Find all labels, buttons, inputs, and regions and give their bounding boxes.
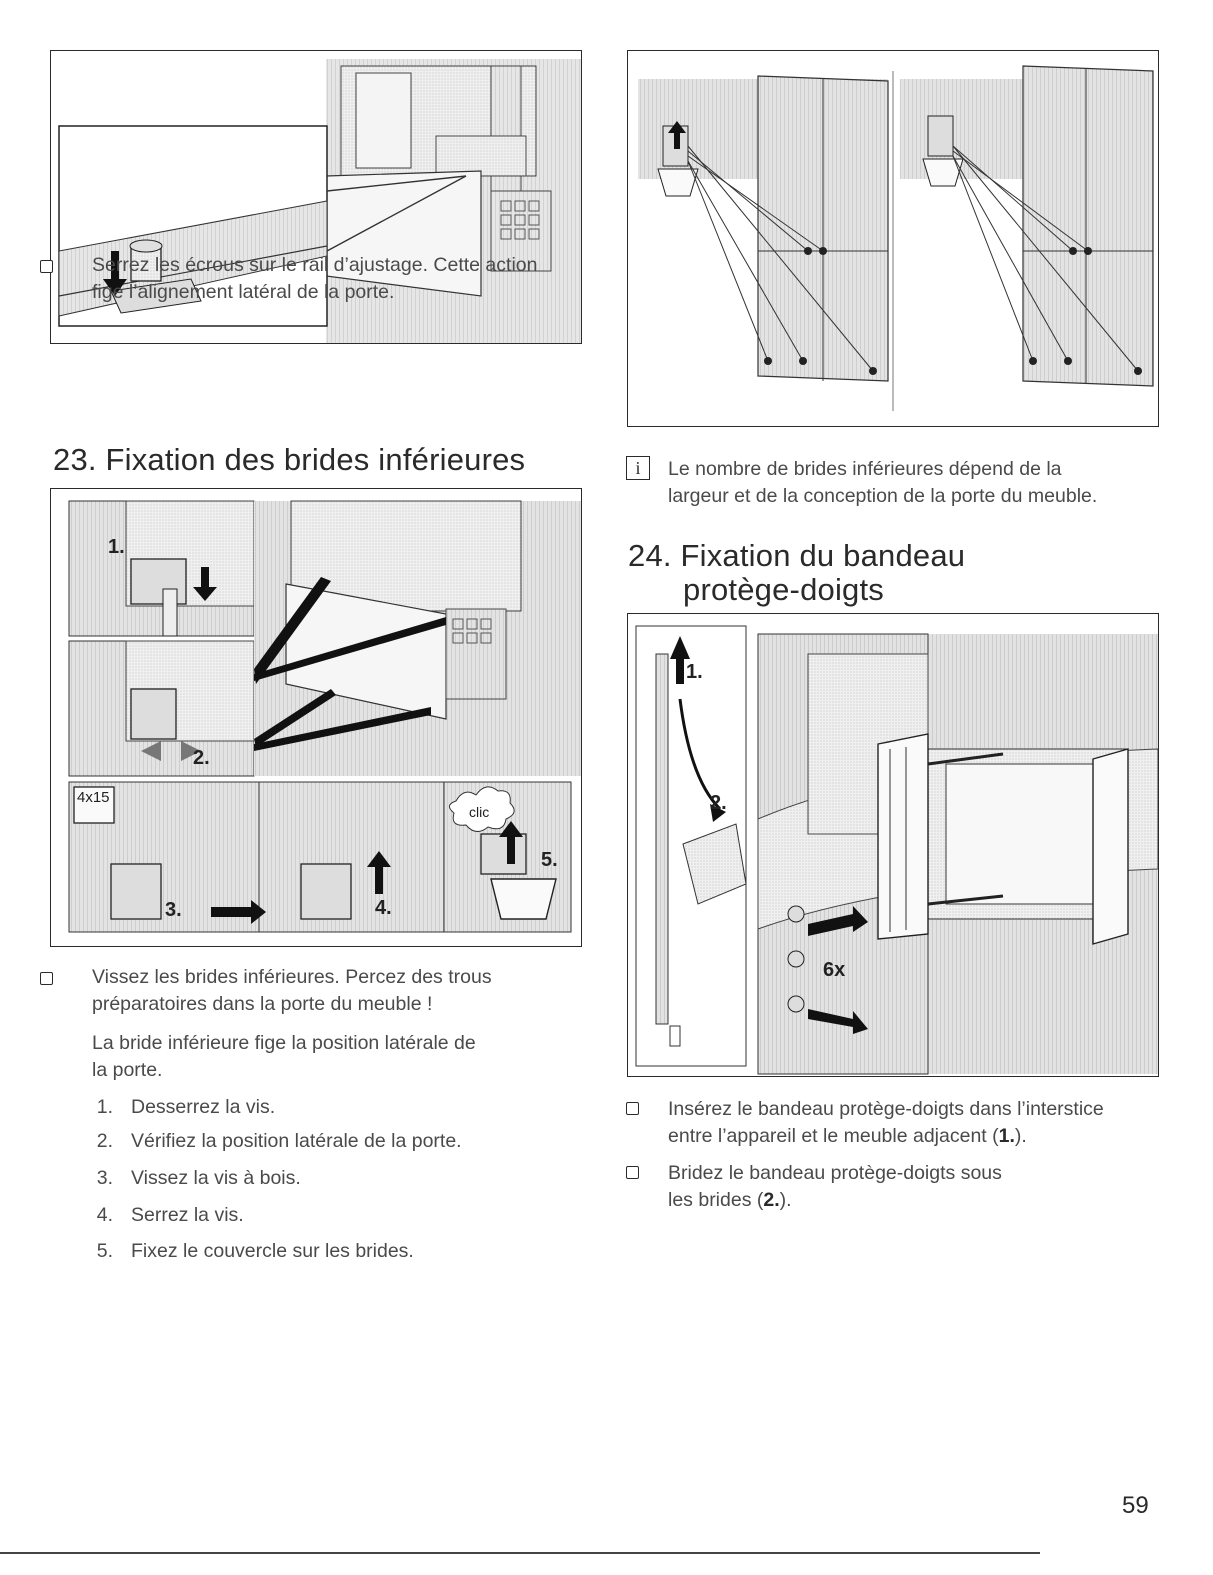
paragraph-tighten-nuts: Serrez les écrous sur le rail d’ajustage…: [92, 252, 582, 306]
paragraph-line: les brides (2.).: [668, 1189, 792, 1211]
label-6x: 6x: [823, 959, 846, 981]
figure-lower-brackets: 1. 2. 4x15 3. 4. clic 5.: [50, 488, 582, 947]
label-step-1: 1.: [686, 661, 703, 683]
label-step-3: 3.: [165, 899, 182, 921]
label-step-2: 2.: [193, 747, 210, 769]
step-text: Vissez la vis à bois.: [131, 1167, 301, 1189]
heading-line: 24. Fixation du bandeau: [628, 538, 966, 573]
paragraph-line: La bride inférieure fige la position lat…: [92, 1032, 476, 1054]
info-note: Le nombre de brides inférieures dépend d…: [668, 456, 1168, 510]
step-number: 2.: [96, 1130, 113, 1152]
figure-bracket-positions: [627, 50, 1159, 427]
label-step-1: 1.: [108, 536, 125, 558]
bullet-checkbox-icon: [40, 260, 53, 273]
page-number: 59: [1122, 1492, 1149, 1519]
paragraph-line: largeur et de la conception de la porte …: [668, 485, 1098, 507]
label-step-4: 4.: [375, 897, 392, 919]
section-24-title: 24. Fixation du bandeau protège-doigts: [628, 539, 965, 607]
paragraph-line: Insérez le bandeau protège-doigts dans l…: [668, 1098, 1104, 1120]
step-text: Desserrez la vis.: [131, 1096, 276, 1118]
paragraph-bracket-position: La bride inférieure fige la position lat…: [92, 1030, 582, 1084]
paragraph-clamp-strip: Bridez le bandeau protège-doigts sous le…: [668, 1160, 1168, 1214]
step-text: Serrez la vis.: [131, 1204, 244, 1226]
bullet-checkbox-icon: [626, 1166, 639, 1179]
bullet-checkbox-icon: [40, 972, 53, 985]
heading-line: protège-doigts: [683, 572, 884, 607]
figure-adjustment-rail: [50, 50, 582, 344]
paragraph-line: fige l’alignement latéral de la porte.: [92, 281, 395, 303]
figure-finger-guard-strip: 1. 2. 6x: [627, 613, 1159, 1077]
step-number: 5.: [96, 1240, 113, 1262]
bullet-checkbox-icon: [626, 1102, 639, 1115]
paragraph-line: la porte.: [92, 1059, 163, 1081]
label-step-5: 5.: [541, 849, 558, 871]
info-icon: i: [626, 456, 650, 480]
label-screws-4x15: 4x15: [77, 789, 110, 806]
paragraph-insert-strip: Insérez le bandeau protège-doigts dans l…: [668, 1096, 1168, 1150]
step-text: Vérifiez la position latérale de la port…: [131, 1130, 462, 1152]
step-number: 1.: [96, 1096, 113, 1118]
label-step-2: 2.: [710, 792, 727, 814]
paragraph-line: entre l’appareil et le meuble adjacent (…: [668, 1125, 1027, 1147]
step-number: 4.: [96, 1204, 113, 1226]
paragraph-line: Le nombre de brides inférieures dépend d…: [668, 458, 1062, 480]
section-23-title: 23. Fixation des brides inférieures: [53, 442, 526, 477]
bottom-rule: [0, 1552, 1040, 1554]
label-clic: clic: [469, 804, 490, 820]
paragraph-line: Vissez les brides inférieures. Percez de…: [92, 966, 492, 988]
paragraph-line: préparatoires dans la porte du meuble !: [92, 993, 433, 1015]
paragraph-line: Serrez les écrous sur le rail d’ajustage…: [92, 254, 538, 276]
paragraph-screw-brackets: Vissez les brides inférieures. Percez de…: [92, 964, 582, 1018]
step-text: Fixez le couvercle sur les brides.: [131, 1240, 414, 1262]
paragraph-line: Bridez le bandeau protège-doigts sous: [668, 1162, 1002, 1184]
step-number: 3.: [96, 1167, 113, 1189]
